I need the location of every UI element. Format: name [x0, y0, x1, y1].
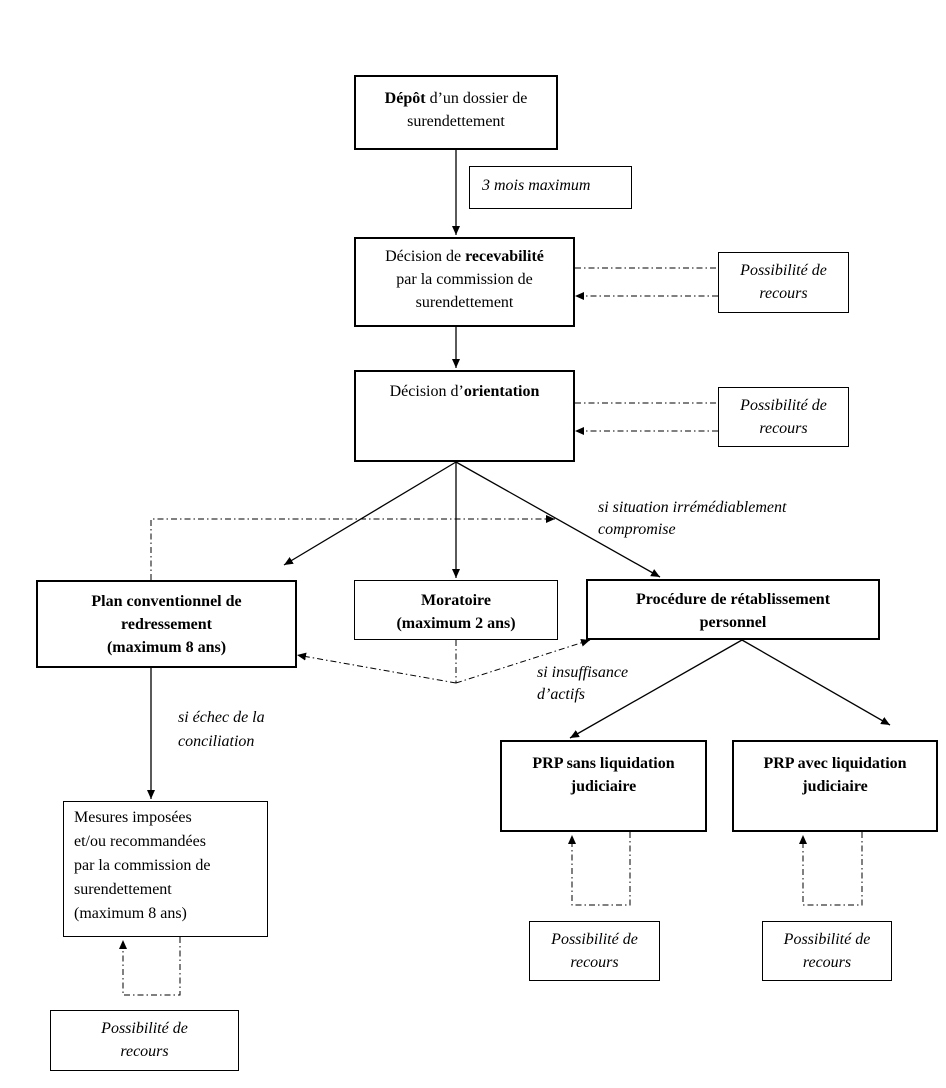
insuffisance-line1: si insuffisance — [537, 664, 629, 681]
prp-node: Procédure de rétablissement personnel — [586, 579, 880, 640]
irremediable-line1: si situation irrémédiablement — [598, 499, 787, 516]
recours-avec-line2: recours — [802, 954, 852, 971]
plan-node: Plan conventionnel de redressement (maxi… — [36, 580, 297, 668]
recours-box-mesures: Possibilité de recours — [50, 1010, 239, 1071]
moratoire-to-plan-link — [296, 652, 457, 684]
recours-sans-line2: recours — [570, 954, 619, 971]
mesures-line4: surendettement — [74, 881, 172, 898]
recours-mesures-link — [119, 937, 181, 996]
recevabilite-node: Décision de recevabilité par la commissi… — [354, 237, 575, 327]
recours-mesures-line1: Possibilité de — [101, 1020, 188, 1037]
recevabilite-line2: par la commission de — [396, 271, 533, 288]
echec-line1: si échec de la — [178, 709, 265, 726]
recours-box-sans: Possibilité de recours — [529, 921, 660, 981]
recours-2-line2: recours — [759, 420, 808, 437]
recours-box-1: Possibilité de recours — [718, 252, 849, 313]
arrow-orientation-to-plan — [283, 461, 457, 566]
prp-sans-liquidation-node: PRP sans liquidation judiciaire — [500, 740, 707, 832]
orientation-pre: Décision d’ — [389, 383, 464, 400]
mesures-line5: (maximum 8 ans) — [74, 905, 187, 922]
moratoire-line1: Moratoire — [421, 592, 491, 609]
recours-mesures-line2: recours — [120, 1043, 169, 1060]
depot-keyword: Dépôt — [384, 90, 426, 107]
recours-sans-link — [568, 832, 631, 906]
recours-1-line2: recours — [759, 285, 808, 302]
moratoire-node: Moratoire (maximum 2 ans) — [354, 580, 558, 640]
depot-line2: surendettement — [407, 113, 505, 130]
prp-avec-line1: PRP avec liquidation — [763, 755, 907, 772]
arrow-orientation-to-prp — [455, 461, 661, 578]
recevabilite-pre: Décision de — [385, 248, 466, 265]
plan-line1: Plan conventionnel de — [91, 593, 242, 610]
moratoire-to-prp-link — [455, 638, 591, 684]
recours-avec-link — [799, 832, 863, 906]
plan-line2: redressement — [121, 616, 212, 633]
recours-box-avec: Possibilité de recours — [762, 921, 892, 981]
mesures-line1: Mesures imposées — [74, 809, 192, 826]
plan-line3: (maximum 8 ans) — [106, 639, 227, 656]
prp-avec-line2: judiciaire — [802, 778, 868, 795]
arrow-prp-to-avec — [741, 639, 891, 726]
echec-line2: conciliation — [178, 733, 255, 750]
recours-1-line1: Possibilité de — [740, 262, 827, 279]
recours-box-2: Possibilité de recours — [718, 387, 849, 447]
recours-2-line1: Possibilité de — [740, 397, 827, 414]
recours-avec-line1: Possibilité de — [783, 931, 871, 948]
arrow-prp-to-sans — [569, 639, 743, 739]
recours-sans-line1: Possibilité de — [551, 931, 638, 948]
orientation-node: Décision d’orientation — [354, 370, 575, 462]
insuffisance-condition-label: si insuffisance d’actifs — [537, 662, 628, 706]
irremediable-condition-label: si situation irrémédiablement compromise — [598, 497, 786, 541]
delay-text: 3 mois maximum — [482, 177, 591, 194]
prp-sans-line2: judiciaire — [570, 778, 637, 795]
recevabilite-line3: surendettement — [415, 294, 514, 311]
prp-line1: Procédure de rétablissement — [635, 591, 831, 608]
irremediable-line2: compromise — [598, 521, 676, 538]
delay-note: 3 mois maximum — [469, 166, 632, 209]
plan-return-link — [150, 515, 555, 580]
mesures-line3: par la commission de — [74, 857, 211, 874]
mesures-line2: et/ou recommandées — [74, 833, 206, 850]
prp-avec-liquidation-node: PRP avec liquidation judiciaire — [732, 740, 938, 832]
mesures-node: Mesures imposées et/ou recommandées par … — [63, 801, 268, 937]
depot-text: d’un dossier de — [425, 90, 528, 107]
insuffisance-line2: d’actifs — [537, 686, 585, 703]
depot-node: Dépôt d’un dossier de surendettement — [354, 75, 558, 150]
recevabilite-keyword: recevabilité — [465, 248, 544, 265]
moratoire-line2: (maximum 2 ans) — [396, 615, 516, 632]
echec-condition-label: si échec de la conciliation — [178, 706, 265, 754]
prp-line2: personnel — [699, 614, 767, 631]
prp-sans-line1: PRP sans liquidation — [532, 755, 675, 772]
orientation-keyword: orientation — [463, 383, 540, 400]
